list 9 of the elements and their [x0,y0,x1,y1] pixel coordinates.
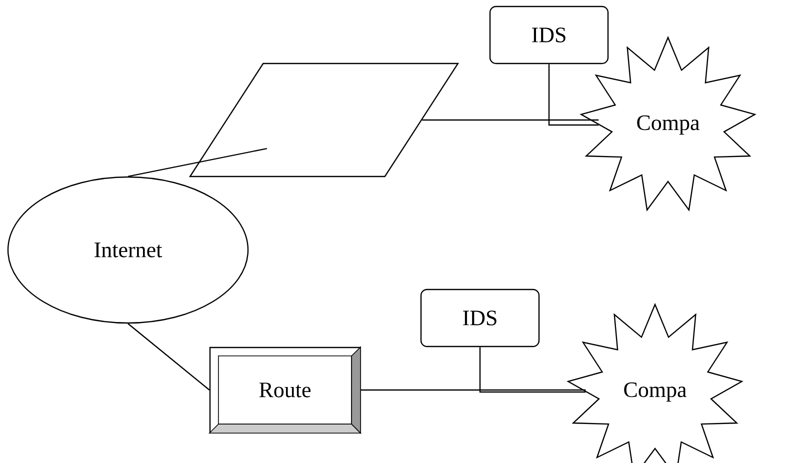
connector-line [479,347,586,393]
connector-line [548,64,599,126]
connector-line [128,323,210,390]
rounded-box: IDS [489,6,609,64]
connector-line [128,148,268,177]
rounded-box: IDS [420,288,540,348]
connector-line [422,119,599,121]
ellipse-node: Internet [7,176,249,324]
connector-line [360,389,586,391]
